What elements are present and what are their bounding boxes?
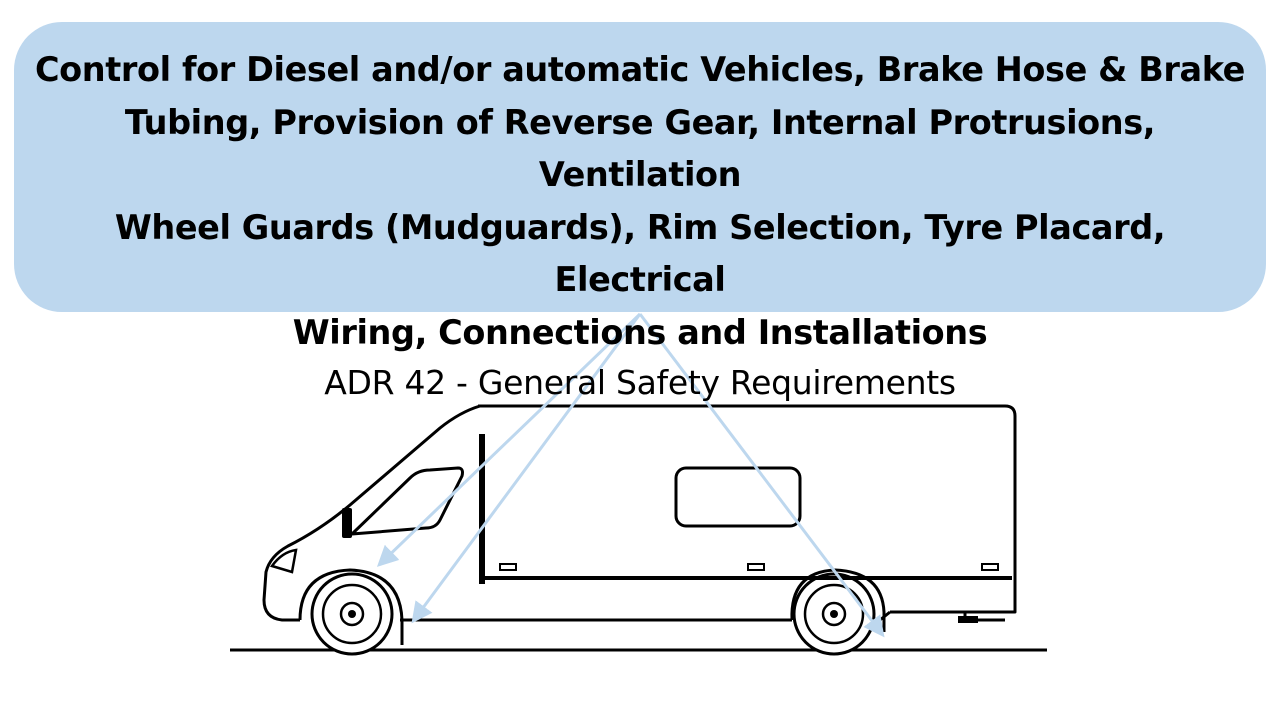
van-body-outline xyxy=(262,404,1017,622)
marker-light xyxy=(747,563,765,571)
callout-title-line: Wheel Guards (Mudguards), Rim Selection,… xyxy=(114,207,1166,300)
marker-light xyxy=(499,563,517,571)
pointer-front-wheel-arch xyxy=(376,312,642,567)
callout-subtitle: ADR 42 - General Safety Requirements xyxy=(324,363,956,402)
callout-title-line: Control for Diesel and/or automatic Vehi… xyxy=(35,50,1245,89)
headlight xyxy=(269,548,298,574)
habitation-window xyxy=(674,466,802,528)
rear-wheel xyxy=(792,572,876,656)
callout-box: Control for Diesel and/or automatic Vehi… xyxy=(14,22,1266,402)
marker-light xyxy=(981,563,999,571)
callout-title-line: Wiring, Connections and Installations xyxy=(292,312,988,352)
rear-step xyxy=(958,616,978,623)
front-wheel-arch xyxy=(298,568,404,645)
side-mirror xyxy=(342,508,352,538)
callout-title-line: Tubing, Provision of Reverse Gear, Inter… xyxy=(124,102,1156,195)
pointer-front-wheel-rear xyxy=(411,313,642,624)
pointer-rear-wheel-arch xyxy=(638,313,885,638)
cab-window xyxy=(350,466,464,536)
callout-title: Control for Diesel and/or automatic Vehi… xyxy=(34,44,1246,359)
front-wheel xyxy=(310,572,394,656)
